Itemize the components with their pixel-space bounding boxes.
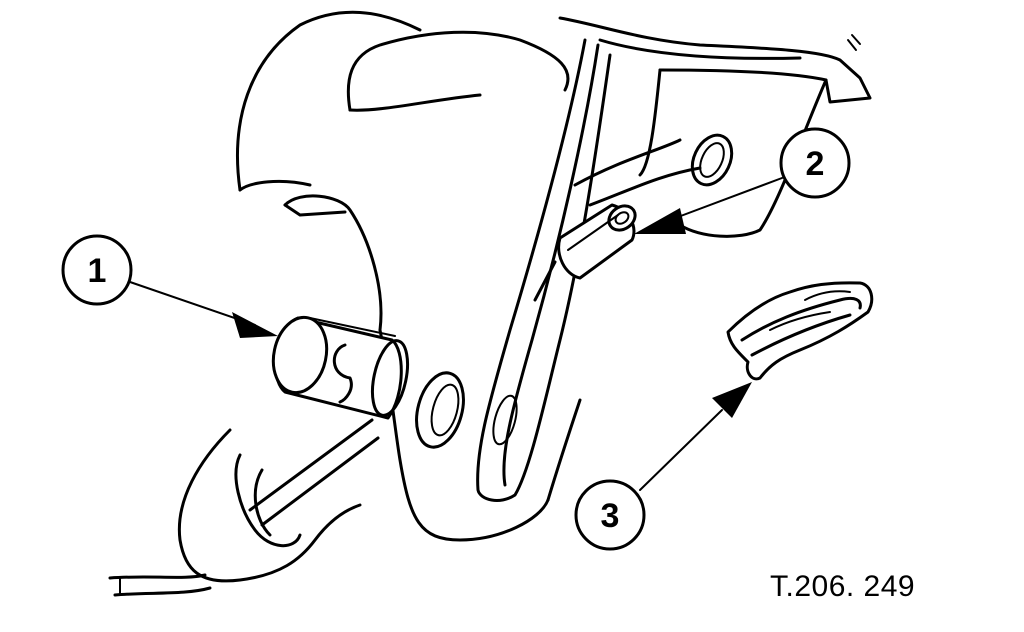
- callout-1: 1: [61, 234, 133, 306]
- lower-lever: [108, 418, 380, 597]
- leader-line-3: [639, 409, 723, 491]
- pedal-bracket: [236, 10, 872, 332]
- leader-line-2: [669, 177, 783, 221]
- callout-1-label: 1: [88, 252, 107, 290]
- pivot-pin-part: [533, 203, 637, 302]
- callout-2-label: 2: [806, 145, 825, 183]
- arrowhead-2: [634, 208, 686, 234]
- callout-3-label: 3: [601, 497, 620, 535]
- arrowhead-1: [232, 312, 278, 338]
- reference-code: T.206. 249: [770, 570, 916, 603]
- callout-arrows: [129, 177, 783, 491]
- arrowhead-3: [712, 382, 752, 418]
- callout-2: 2: [779, 127, 851, 199]
- callout-3: 3: [574, 479, 646, 551]
- retaining-clip-part: [726, 281, 874, 381]
- bushing-part: [271, 315, 410, 420]
- pedal-arm: [378, 38, 612, 542]
